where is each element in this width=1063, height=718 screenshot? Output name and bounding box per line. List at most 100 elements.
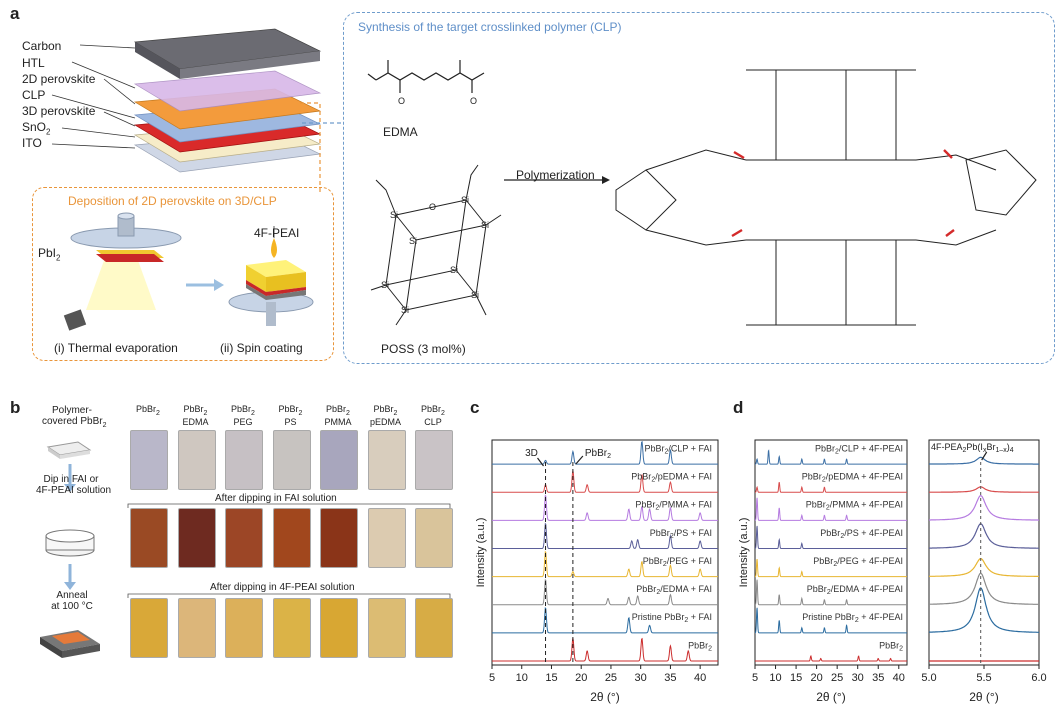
xrd-series-line — [492, 579, 718, 606]
x-tick-label: 20 — [575, 672, 587, 684]
layer-label-carbon: Carbon — [22, 39, 62, 53]
film-sample — [415, 430, 453, 490]
zoom-series-line — [929, 572, 1040, 605]
layer-htl — [133, 70, 322, 112]
film-sample — [177, 598, 216, 658]
xrd-series-line — [492, 606, 718, 634]
series-label: Pristine PbBr2 + FAI — [632, 612, 712, 624]
x-tick-label: 25 — [605, 672, 617, 684]
step-thermal-evaporation: (i) Thermal evaporation — [54, 341, 178, 355]
plot-frame — [491, 439, 719, 666]
series-label: PbBr2/CLP + FAI — [644, 443, 712, 455]
x-tick-label: 35 — [872, 672, 884, 684]
xrd-series-line — [492, 440, 718, 465]
x-axis-label: 2θ (°) — [816, 690, 845, 704]
step-spin-coating: (ii) Spin coating — [220, 341, 303, 355]
film-sample — [272, 508, 311, 568]
series-label: PbBr2/PS + 4F-PEAI — [820, 528, 903, 540]
zoom-series-line — [928, 587, 1039, 633]
zoom-series-line — [929, 557, 1039, 577]
film-sample — [367, 598, 406, 658]
x-tick-label: 10 — [769, 672, 781, 684]
synthesis-box — [343, 12, 1055, 364]
series-label: PbBr2/pEDMA + FAI — [631, 472, 712, 484]
svg-text:Si: Si — [409, 236, 417, 246]
svg-text:Si: Si — [481, 220, 489, 230]
peak-arrow — [981, 451, 988, 461]
series-label: PbBr2/EDMA + FAI — [636, 584, 712, 596]
x-tick-label: 5.5 — [976, 672, 991, 684]
film-sample — [225, 430, 263, 490]
x-tick-label: 5.0 — [921, 672, 936, 684]
x-tick-label: 10 — [516, 672, 528, 684]
xrd-series-line — [754, 607, 907, 634]
x-tick-label: 5 — [752, 672, 758, 684]
xrd-series-line — [492, 522, 718, 549]
series-label: PbBr2/EDMA + 4F-PEAI — [807, 584, 903, 596]
series-label: PbBr2/PMMA + 4F-PEAI — [806, 500, 903, 512]
deposition-title: Deposition of 2D perovskite on 3D/CLP — [68, 194, 277, 208]
polymerization-label: Polymerization — [516, 168, 595, 182]
y-axis-label: Intensity (a.u.) — [475, 518, 487, 588]
zoom-series-line — [929, 456, 1039, 465]
zoom-series-line — [929, 494, 1039, 521]
panel-b-process-icons — [40, 441, 100, 658]
series-label: PbBr2/PMMA + FAI — [635, 500, 712, 512]
svg-text:Si: Si — [401, 305, 409, 315]
y-axis-label: Intensity (a.u.) — [738, 518, 750, 588]
deposition-illustration — [63, 212, 314, 331]
layer-label-htl: HTL — [22, 56, 45, 70]
layer-label-clp: CLP — [22, 88, 46, 102]
x-tick-label: 5 — [489, 672, 495, 684]
series-label: PbBr2 — [688, 640, 712, 652]
series-label: PbBr2 — [879, 640, 903, 652]
xrd-series-line — [492, 494, 718, 521]
xrd-series-line — [755, 482, 907, 493]
plot-frame — [754, 439, 908, 666]
layer-label-2d-perovskite: 2D perovskite — [22, 72, 96, 86]
series-label: PbBr2/pEDMA + 4F-PEAI — [802, 472, 903, 484]
film-sample — [177, 508, 216, 568]
x-tick-label: 30 — [635, 672, 647, 684]
series-label: PbBr2/PEG + FAI — [643, 556, 712, 568]
clp-network — [615, 69, 1037, 326]
series-label: PbBr2/PEG + 4F-PEAI — [813, 556, 903, 568]
svg-text:Si: Si — [450, 265, 458, 275]
panel-d-letter: d — [733, 398, 744, 417]
x-tick-label: 15 — [790, 672, 802, 684]
svg-text:O: O — [470, 96, 477, 106]
3d-arrow — [537, 457, 545, 467]
step-polymer-covered: Polymer-covered PbBr2 — [42, 405, 107, 429]
film-sample — [272, 598, 311, 658]
layer-label-3d-perovskite: 3D perovskite — [22, 104, 96, 118]
film-sample — [415, 508, 453, 568]
x-tick-label: 20 — [810, 672, 822, 684]
film-sample — [415, 598, 453, 658]
film-brackets — [127, 503, 451, 598]
x-tick-label: 6.0 — [1031, 672, 1046, 684]
zoom-series-line — [929, 523, 1039, 549]
xrd-series-line — [754, 558, 907, 578]
svg-text:Si: Si — [471, 290, 479, 300]
film-sample — [130, 598, 168, 658]
film-sample — [225, 508, 263, 568]
film-sample — [177, 430, 216, 490]
film-sample — [367, 430, 406, 490]
layer-stack-diagram — [51, 28, 322, 173]
clp-crosslinks — [731, 149, 955, 238]
poss-structure: Si Si O Si Si Si Si Si Si — [370, 164, 502, 326]
edma-label: EDMA — [383, 125, 418, 139]
film-column-label: PbBr2 — [136, 404, 160, 417]
panel-a-letter: a — [10, 4, 20, 23]
synthesis-title: Synthesis of the target crosslinked poly… — [358, 20, 622, 34]
poss-label: POSS (3 mol%) — [381, 342, 466, 356]
